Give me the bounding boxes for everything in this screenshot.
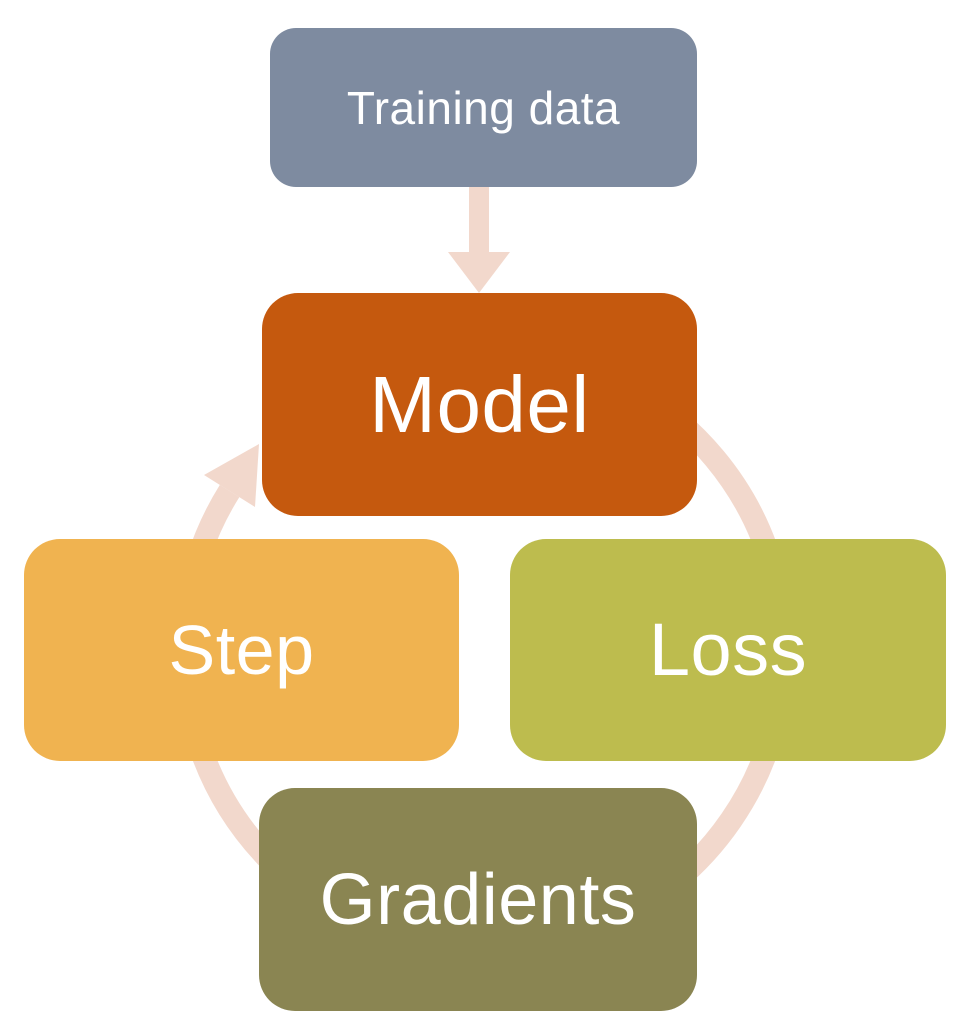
node-gradients: Gradients bbox=[259, 788, 697, 1011]
node-gradients-label: Gradients bbox=[319, 859, 637, 940]
node-training-data: Training data bbox=[270, 28, 697, 187]
cycle-arrowhead-icon bbox=[204, 444, 259, 507]
node-loss-label: Loss bbox=[648, 608, 808, 691]
node-model-label: Model bbox=[369, 359, 590, 449]
node-training-data-label: Training data bbox=[346, 81, 621, 134]
node-loss: Loss bbox=[510, 539, 946, 761]
node-step-label: Step bbox=[168, 611, 315, 689]
input-arrowhead-icon bbox=[448, 252, 510, 293]
input-arrow-shaft bbox=[469, 186, 489, 254]
node-step: Step bbox=[24, 539, 459, 761]
node-model: Model bbox=[262, 293, 697, 516]
